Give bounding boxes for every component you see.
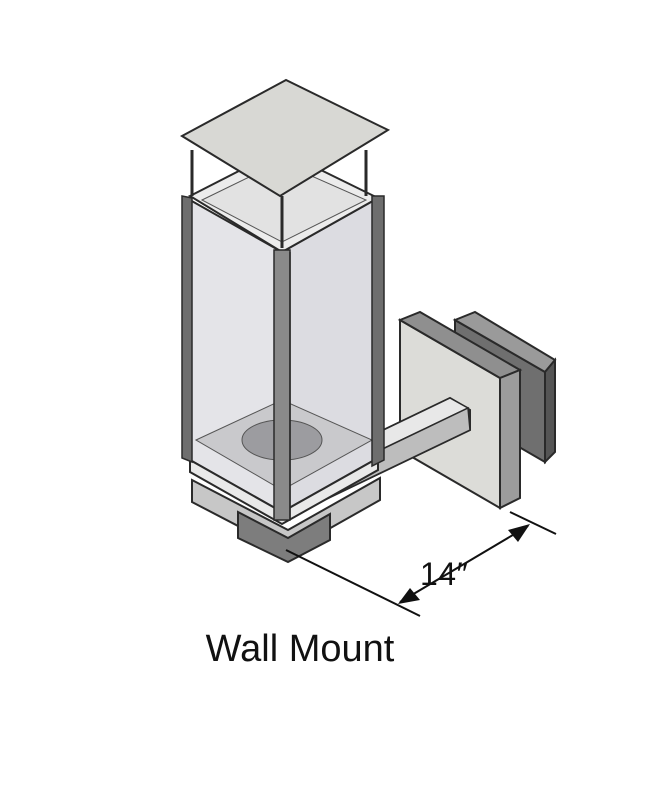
extension-line-left xyxy=(285,549,421,617)
extension-line-right xyxy=(509,511,557,535)
lantern-base xyxy=(191,476,381,564)
lantern-body xyxy=(181,148,385,526)
dimension-label: 14″ xyxy=(420,556,469,592)
arrowhead-left xyxy=(398,588,420,604)
arrowhead-right xyxy=(508,524,530,542)
lantern-cap xyxy=(179,78,391,248)
dimension-line xyxy=(399,525,529,603)
diagram-caption: Wall Mount xyxy=(205,628,395,670)
dimension-annotation xyxy=(285,511,557,617)
wall-plate xyxy=(397,310,557,510)
